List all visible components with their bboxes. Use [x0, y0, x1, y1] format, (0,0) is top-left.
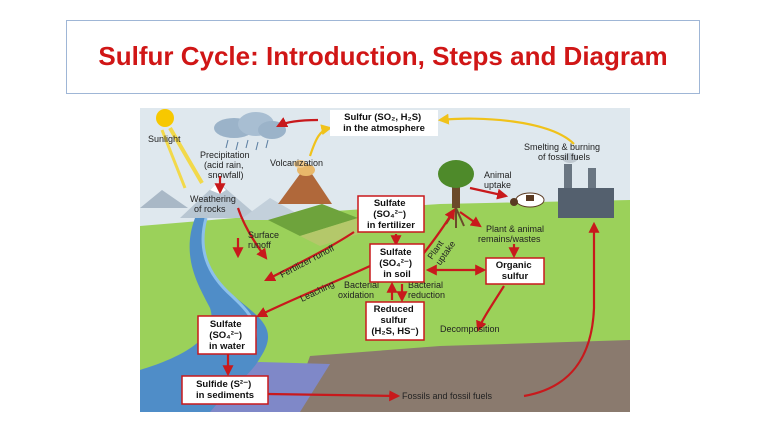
- fossils-label: Fossils and fossil fuels: [402, 391, 493, 401]
- arrow-volcano-to-atmosphere: [308, 124, 333, 157]
- svg-text:Sulfide (S²⁻) in sedimen: Sulfide (S²⁻) in sediments: [196, 379, 254, 401]
- arrow-atmosphere-to-precipitation: [276, 117, 319, 127]
- volcano-icon: [278, 174, 332, 204]
- factory-chimney: [588, 168, 596, 188]
- svg-text:Sulfur (SO₂, H₂S) in the: Sulfur (SO₂, H₂S) in the atmosphere: [343, 112, 425, 134]
- plant-animal-remains-label: Plant & animal remains/wastes: [478, 224, 547, 244]
- box-atmosphere: Sulfur (SO₂, H₂S) in the atmosphere: [330, 110, 438, 136]
- farm-field: [268, 204, 358, 236]
- bacterial-oxidation-label: Bacterial oxidation: [338, 280, 382, 300]
- mountain: [180, 182, 260, 218]
- tree-trunk: [452, 182, 460, 208]
- decomposition-label: Decomposition: [440, 324, 500, 334]
- cow-head: [510, 198, 518, 206]
- arrow-decomposition: [476, 285, 505, 333]
- svg-text:Reduced sulfur (H₂: Reduced sulfur (H₂S, HS⁻): [371, 304, 418, 337]
- surface-runoff-label: Surface runoff: [248, 230, 282, 250]
- smelting-label: Smelting & burning of fossil fuels: [524, 142, 603, 162]
- tree-icon: [438, 160, 474, 188]
- arrow-fossils-to-smelting: [523, 221, 600, 398]
- arrow-sediments-to-fossils: [267, 390, 401, 402]
- arrow-weathering: [236, 207, 268, 260]
- svg-text:Sulfate (SO₄²⁻) in: Sulfate (SO₄²⁻) in fertilizer: [367, 198, 415, 231]
- river: [140, 208, 269, 412]
- box-organic-sulfur: Organic sulfur: [485, 257, 545, 285]
- sun-icon: [156, 109, 174, 127]
- svg-text:Sulfate (SO₄²⁻) in: Sulfate (SO₄²⁻) in water: [209, 319, 245, 352]
- bacterial-reduction-label: Bacterial reduction: [408, 280, 446, 300]
- box-water: Sulfate (SO₄²⁻) in water: [197, 315, 257, 355]
- box-sediments: Sulfide (S²⁻) in sediments: [181, 375, 269, 405]
- sun-ray: [160, 129, 187, 189]
- box-fertilizer: Sulfate (SO₄²⁻) in fertilizer: [357, 195, 425, 233]
- title-banner: Sulfur Cycle: Introduction, Steps and Di…: [66, 20, 700, 94]
- precipitation-label: Precipitation (acid rain, snowfall): [200, 150, 252, 180]
- box-reduced-sulfur: Reduced sulfur (H₂S, HS⁻): [365, 301, 425, 341]
- page-title: Sulfur Cycle: Introduction, Steps and Di…: [98, 41, 668, 71]
- weathering-label: Weathering of rocks: [190, 194, 238, 214]
- underground-soil: [290, 340, 630, 412]
- volcano-smoke: [294, 160, 306, 168]
- factory-chimney: [564, 164, 572, 188]
- rain-drops: [225, 139, 269, 151]
- svg-text:Sulfate (SO₄²⁻) in: Sulfate (SO₄²⁻) in soil: [379, 247, 414, 280]
- animal-uptake-label: Animal uptake: [484, 170, 514, 190]
- sunlight-label: Sunlight: [148, 134, 181, 144]
- mountain: [140, 190, 188, 208]
- arrow-leaching: [256, 265, 371, 317]
- factory-icon: [558, 188, 614, 218]
- box-soil: Sulfate (SO₄²⁻) in soil: [369, 243, 425, 283]
- arrow-animal-uptake: [469, 186, 509, 200]
- sulfur-cycle-diagram: Sunlight Precipitation (acid rain, snowf…: [140, 108, 630, 412]
- svg-text:Organic sulfur: Organic sulfur: [496, 260, 535, 282]
- arrow-tree-to-remains: [459, 211, 482, 228]
- volcanization-label: Volcanization: [270, 158, 323, 168]
- cow-spot: [526, 195, 534, 201]
- sun-ray: [168, 126, 204, 185]
- arrow-smelting-to-atmosphere: [437, 113, 575, 145]
- factory-smoke: [562, 153, 578, 163]
- arrow-fertilizer-runoff: [264, 231, 355, 281]
